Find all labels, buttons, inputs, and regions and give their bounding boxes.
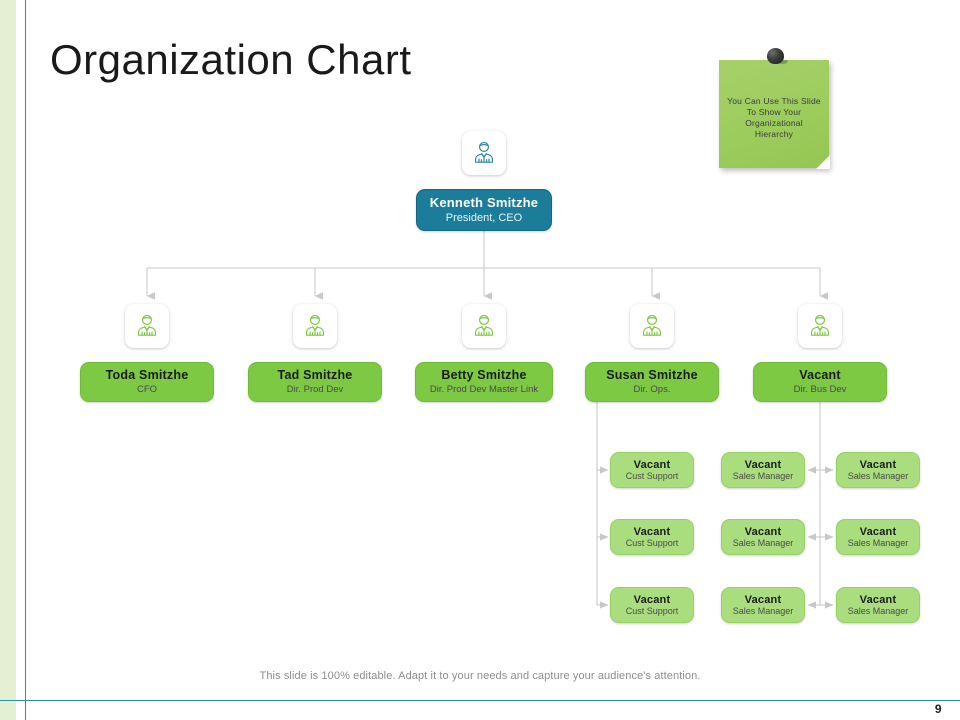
org-node-name: Toda Smitzhe <box>105 367 189 382</box>
sticky-note-text: You Can Use This Slide To Show Your Orga… <box>727 96 821 139</box>
org-node-name: Vacant <box>744 525 782 538</box>
person-icon-tile-toda <box>125 304 169 348</box>
org-node-vacant-sales-manager-5[interactable]: Vacant Sales Manager <box>836 519 920 555</box>
org-node-vacant-sales-manager-3[interactable]: Vacant Sales Manager <box>721 587 805 623</box>
org-node-role: Sales Manager <box>732 470 794 481</box>
org-node-role: Dir. Prod Dev <box>286 383 344 395</box>
org-node-role: Cust Support <box>625 605 679 616</box>
org-node-name: Kenneth Smitzhe <box>429 194 539 210</box>
org-node-role: President, CEO <box>445 212 523 225</box>
org-node-role: Cust Support <box>625 470 679 481</box>
org-node-vacant-cust-support-2[interactable]: Vacant Cust Support <box>610 519 694 555</box>
person-icon <box>137 314 157 336</box>
org-node-name: Vacant <box>633 458 671 471</box>
org-node-name: Tad Smitzhe <box>277 367 353 382</box>
org-node-name: Vacant <box>633 525 671 538</box>
org-node-betty-smitzhe[interactable]: Betty Smitzhe Dir. Prod Dev Master Link <box>415 362 553 402</box>
org-node-name: Vacant <box>633 593 671 606</box>
sticky-note: You Can Use This Slide To Show Your Orga… <box>719 48 830 170</box>
sticky-note-fold <box>816 155 830 169</box>
org-node-vacant-bus-dev[interactable]: Vacant Dir. Bus Dev <box>753 362 887 402</box>
person-icon-tile-ceo <box>462 131 506 175</box>
page-number: 9 <box>934 702 942 716</box>
org-node-role: Sales Manager <box>847 605 909 616</box>
org-node-vacant-sales-manager-4[interactable]: Vacant Sales Manager <box>836 452 920 488</box>
left-green-band <box>0 0 16 720</box>
org-node-role: Sales Manager <box>732 537 794 548</box>
org-node-name: Susan Smitzhe <box>606 367 698 382</box>
left-vertical-rule <box>25 0 26 720</box>
bottom-horizontal-rule <box>0 700 960 701</box>
sticky-note-body: You Can Use This Slide To Show Your Orga… <box>719 60 830 169</box>
push-pin-icon <box>767 48 789 68</box>
org-node-vacant-sales-manager-6[interactable]: Vacant Sales Manager <box>836 587 920 623</box>
person-icon-tile-vacant-busdev <box>798 304 842 348</box>
org-node-name: Vacant <box>799 367 841 382</box>
org-node-role: Dir. Prod Dev Master Link <box>429 383 539 395</box>
org-node-role: CFO <box>136 383 158 395</box>
person-icon <box>642 314 662 336</box>
org-node-name: Vacant <box>744 458 782 471</box>
org-node-name: Vacant <box>859 458 897 471</box>
org-node-role: Sales Manager <box>847 470 909 481</box>
org-node-role: Dir. Ops. <box>633 383 671 395</box>
org-node-role: Sales Manager <box>732 605 794 616</box>
person-icon <box>474 314 494 336</box>
org-node-name: Vacant <box>744 593 782 606</box>
org-node-vacant-cust-support-3[interactable]: Vacant Cust Support <box>610 587 694 623</box>
org-node-role: Dir. Bus Dev <box>793 383 847 395</box>
person-icon-tile-tad <box>293 304 337 348</box>
person-icon-tile-susan <box>630 304 674 348</box>
page-title: Organization Chart <box>50 36 412 83</box>
person-icon <box>474 141 494 163</box>
org-node-susan-smitzhe[interactable]: Susan Smitzhe Dir. Ops. <box>585 362 719 402</box>
org-node-role: Sales Manager <box>847 537 909 548</box>
org-node-name: Vacant <box>859 525 897 538</box>
org-node-vacant-sales-manager-1[interactable]: Vacant Sales Manager <box>721 452 805 488</box>
org-node-toda-smitzhe[interactable]: Toda Smitzhe CFO <box>80 362 214 402</box>
org-node-name: Vacant <box>859 593 897 606</box>
footer-note: This slide is 100% editable. Adapt it to… <box>259 670 701 682</box>
org-node-vacant-cust-support-1[interactable]: Vacant Cust Support <box>610 452 694 488</box>
org-node-role: Cust Support <box>625 537 679 548</box>
org-node-tad-smitzhe[interactable]: Tad Smitzhe Dir. Prod Dev <box>248 362 382 402</box>
org-node-ceo[interactable]: Kenneth Smitzhe President, CEO <box>416 189 552 231</box>
person-icon <box>810 314 830 336</box>
person-icon-tile-betty <box>462 304 506 348</box>
person-icon <box>305 314 325 336</box>
org-node-vacant-sales-manager-2[interactable]: Vacant Sales Manager <box>721 519 805 555</box>
org-node-name: Betty Smitzhe <box>441 367 527 382</box>
push-pin-head <box>767 48 784 64</box>
